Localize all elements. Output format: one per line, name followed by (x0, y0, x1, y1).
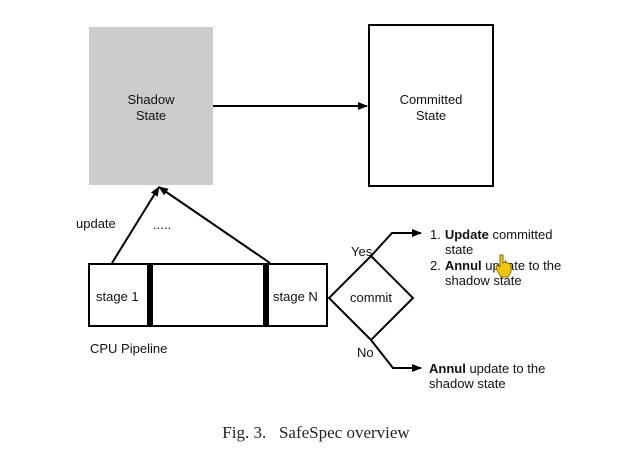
pipeline-divider-2 (263, 264, 269, 326)
commit-label: commit (350, 290, 392, 305)
stage1-update-arrow (111, 186, 160, 264)
yes-outcome-2-line2: shadow state (445, 273, 522, 288)
committed-state-line1: Committed (400, 92, 463, 107)
yes-outcome-2: 2.Annul update to the (430, 258, 561, 273)
cpu-pipeline-label: CPU Pipeline (90, 341, 167, 356)
cpu-pipeline: stage 1 stage N CPU Pipeline (88, 263, 328, 356)
figure-caption: Fig. 3. SafeSpec overview (222, 423, 410, 442)
shadow-state-line2: State (136, 108, 166, 123)
yes-arrow (370, 229, 422, 257)
yes-outcomes-list: 1.Update committed state 2.Annul update … (430, 227, 561, 288)
shadow-state-box: Shadow State (89, 27, 213, 185)
no-label: No (357, 345, 374, 360)
no-outcome: Annul update to the shadow state (429, 361, 545, 391)
shadow-state-line1: Shadow (128, 92, 176, 107)
yes-outcome-1-line2: state (445, 242, 473, 257)
committed-state-line2: State (416, 108, 446, 123)
pipeline-box (88, 263, 328, 327)
stage-1-label: stage 1 (96, 289, 139, 304)
stageN-update-arrow (158, 186, 271, 264)
pipeline-divider-1 (147, 264, 153, 326)
no-outcome-line1: Annul update to the (429, 361, 545, 376)
commit-decision: commit (327, 254, 415, 342)
no-outcome-line2: shadow state (429, 376, 506, 391)
yes-outcome-1: 1.Update committed (430, 227, 552, 242)
stage-n-label: stage N (273, 289, 318, 304)
update-label: update (76, 216, 116, 231)
ellipsis-dots: ..... (153, 217, 171, 232)
yes-label: Yes (351, 244, 373, 259)
hand-cursor-icon (495, 254, 512, 278)
committed-state-box: Committed State (368, 24, 494, 187)
no-arrow (370, 339, 422, 372)
